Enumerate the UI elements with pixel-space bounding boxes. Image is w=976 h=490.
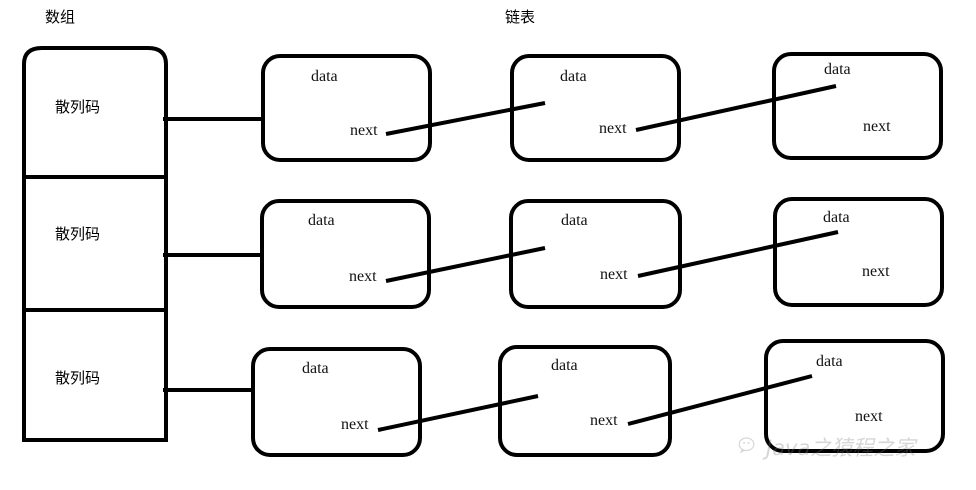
next-pointer-r1-2	[635, 84, 837, 132]
list-node-r1-c1	[261, 54, 432, 162]
node-data-label-r2-c2: data	[561, 212, 588, 229]
node-data-label-r2-c1: data	[308, 212, 335, 229]
node-next-label-r1-c3: next	[863, 118, 891, 135]
array-cell-label-2: 散列码	[55, 225, 101, 243]
next-pointer-r2-2	[637, 230, 839, 278]
list-node-r1-c3	[772, 52, 943, 160]
node-next-label-r3-c1: next	[341, 416, 369, 433]
next-pointer-r3-2	[627, 374, 813, 426]
list-node-r1-c2	[510, 54, 681, 162]
node-next-label-r2-c1: next	[349, 268, 377, 285]
next-pointer-r3-1	[377, 394, 539, 432]
next-pointer-r1-1	[385, 101, 546, 136]
node-data-label-r1-c2: data	[560, 68, 587, 85]
array-cell-label-3: 散列码	[55, 369, 101, 387]
array-section-label: 数组	[45, 8, 76, 26]
list-node-r3-c2	[498, 345, 672, 457]
list-node-r2-c2	[509, 199, 682, 309]
node-data-label-r1-c1: data	[311, 68, 338, 85]
node-next-label-r2-c3: next	[862, 263, 890, 280]
node-data-label-r3-c1: data	[302, 360, 329, 377]
node-next-label-r3-c3: next	[855, 408, 883, 425]
node-next-label-r3-c2: next	[590, 412, 618, 429]
next-pointer-r2-1	[385, 246, 546, 283]
linked-list-section-label: 链表	[505, 8, 536, 26]
list-node-r2-c3	[773, 197, 944, 307]
node-data-label-r2-c3: data	[823, 209, 850, 226]
node-data-label-r3-c3: data	[816, 353, 843, 370]
node-next-label-r2-c2: next	[600, 266, 628, 283]
node-data-label-r3-c2: data	[551, 357, 578, 374]
array-outline	[22, 46, 168, 442]
list-node-r3-c1	[251, 347, 422, 457]
list-node-r3-c3	[764, 339, 945, 453]
list-node-r2-c1	[260, 199, 431, 309]
node-next-label-r1-c2: next	[599, 120, 627, 137]
node-data-label-r1-c3: data	[824, 61, 851, 78]
node-next-label-r1-c1: next	[350, 122, 378, 139]
array-cell-label-1: 散列码	[55, 98, 101, 116]
